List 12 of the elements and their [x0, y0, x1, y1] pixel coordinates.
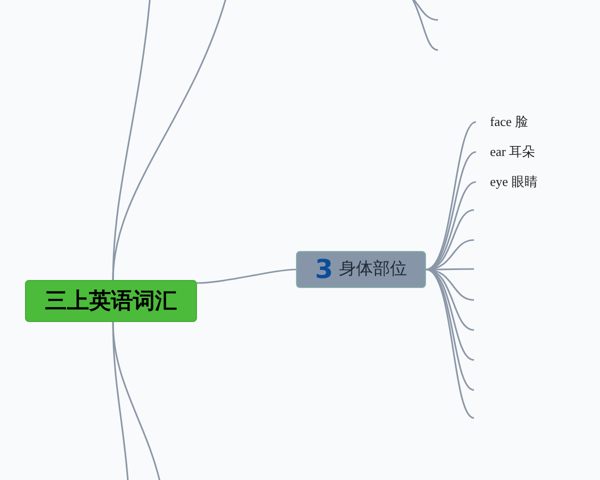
branch-line	[112, 0, 227, 280]
leaf-label: face 脸	[476, 112, 556, 132]
leaf-label: eye 眼睛	[476, 172, 556, 192]
branch-line	[426, 268, 474, 419]
leaf-label: ear 耳朵	[476, 142, 556, 162]
branch-line	[196, 268, 296, 284]
topic-number: 3	[314, 256, 334, 282]
topic-box	[296, 251, 426, 288]
branch-line	[426, 151, 476, 270]
branch-line	[112, 322, 161, 480]
root-topic-box: 三上英语词汇	[25, 280, 197, 322]
topic-label: 身体部位	[339, 258, 408, 281]
